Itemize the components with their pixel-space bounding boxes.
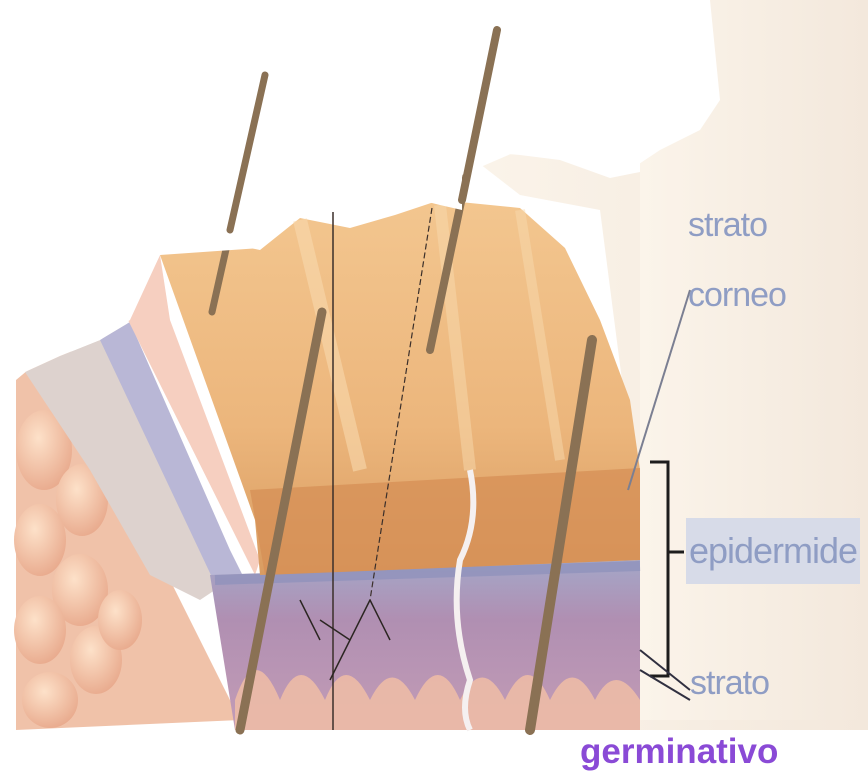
label-strato-germinativo-line2: germinativo [580, 734, 778, 769]
label-strato-germinativo-line1: strato [690, 666, 769, 700]
label-strato-corneo-line2: corneo [688, 278, 786, 312]
label-strato-corneo-line1: strato [688, 208, 767, 242]
label-epidermide: epidermide [686, 518, 860, 584]
